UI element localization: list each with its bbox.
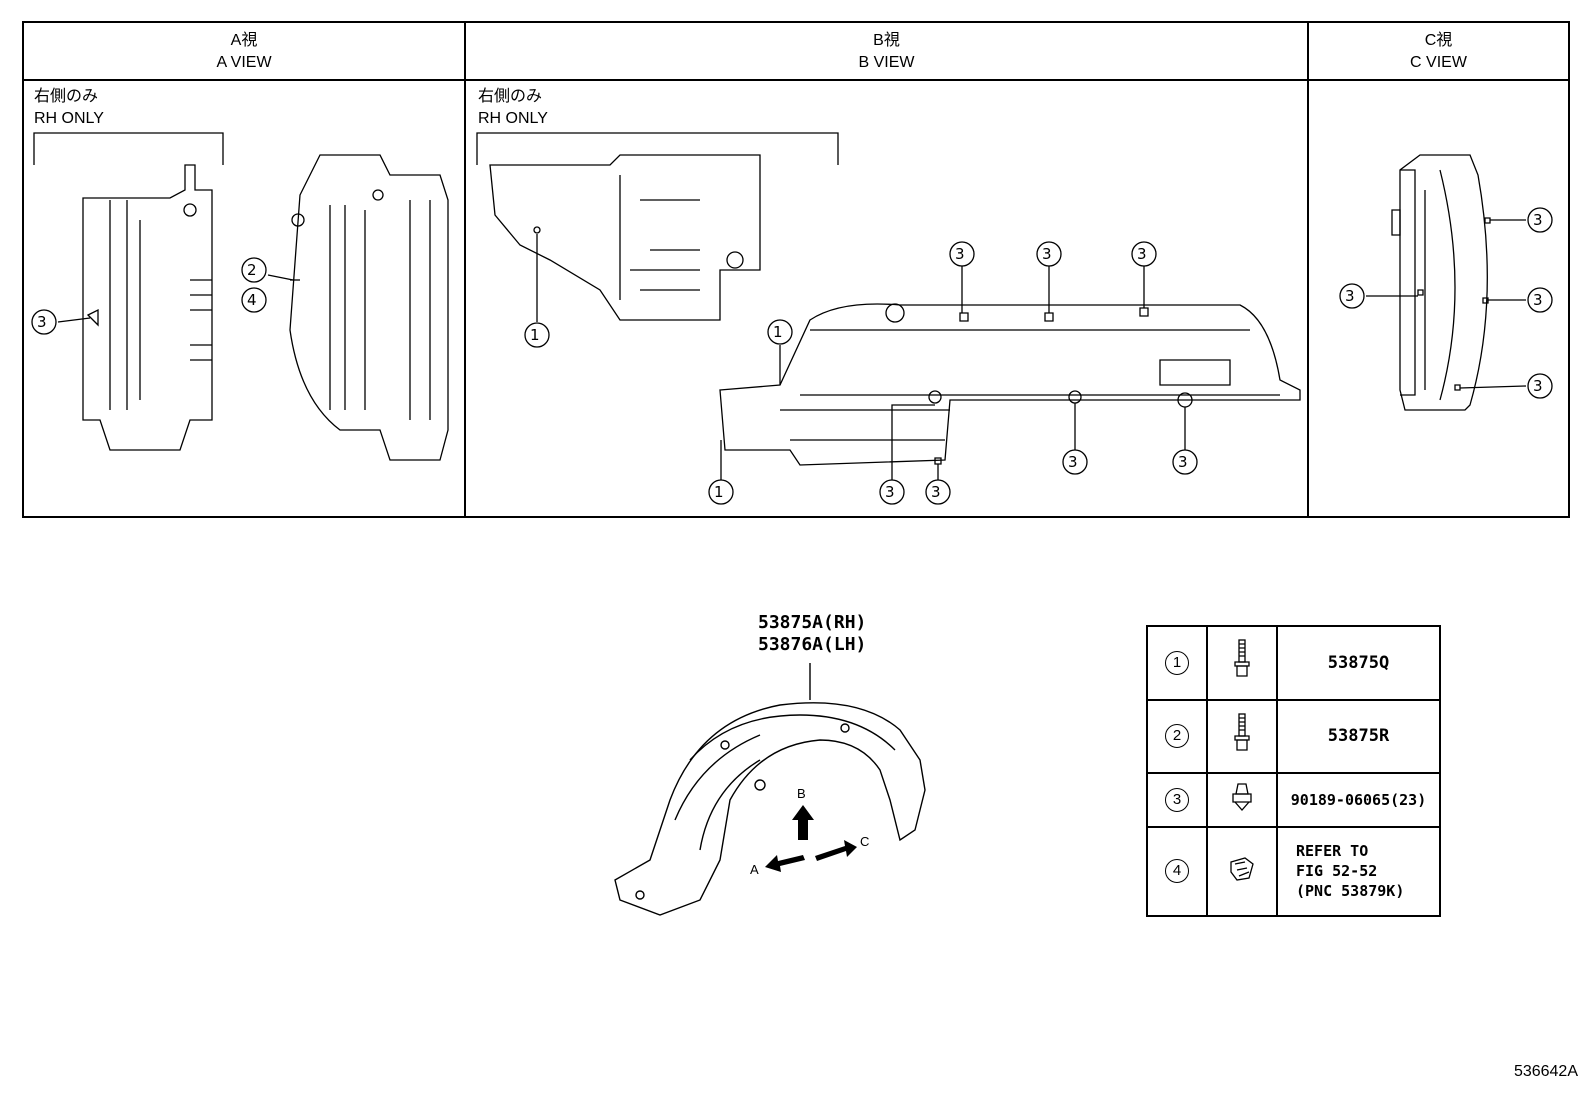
callout-3-c1 (1527, 207, 1553, 233)
b-view-note-en: RH ONLY (478, 110, 548, 127)
figure-id: 536642A (1513, 1063, 1578, 1080)
callout-label-3: 3 (1533, 211, 1543, 229)
arrow-b (792, 805, 814, 840)
callout-3-b1 (949, 241, 975, 267)
arrow-label-a: A (750, 862, 759, 877)
callout-label-3: 3 (955, 245, 965, 263)
b-view-callouts (524, 234, 1198, 505)
row-number: 3 (1165, 787, 1189, 812)
callout-3-b7 (1172, 449, 1198, 475)
callout-3-b2 (1036, 241, 1062, 267)
c-view-drawing (1391, 154, 1491, 411)
row-number-cell: 3 (1146, 772, 1208, 828)
callout-1-b2 (767, 319, 793, 345)
a-view-title: A視 A VIEW (23, 30, 465, 74)
fender-liner-illustration (614, 663, 926, 916)
callout-3-c3 (1527, 373, 1553, 399)
arrow-a (765, 855, 805, 872)
nut-icon (1206, 772, 1278, 828)
row-number: 2 (1165, 724, 1189, 749)
b-view-title-en: B VIEW (858, 54, 915, 71)
direction-arrows (765, 805, 857, 872)
callout-3-b3 (1131, 241, 1157, 267)
callout-label-3: 3 (1178, 453, 1188, 471)
b-view-rh-note: 右側のみ RH ONLY (478, 86, 548, 130)
b-view-drawing (476, 132, 1301, 466)
reference-line: REFER TO (1296, 842, 1369, 861)
reference-line: FIG 52-52 (1296, 862, 1378, 881)
callout-3-b4 (879, 479, 905, 505)
callout-label-1: 1 (714, 483, 724, 501)
part-number-block: 53875A(RH) 53876A(LH) (758, 612, 866, 656)
b-view-note-jp: 右側のみ (478, 88, 543, 105)
table-row: 2 53875R (1146, 698, 1441, 775)
part-code-reference: REFER TO FIG 52-52 (PNC 53879K) (1276, 825, 1441, 918)
rh-only-bracket-a (33, 132, 224, 165)
part-number-rh: 53875A(RH) (758, 612, 867, 633)
callout-label-3: 3 (885, 483, 895, 501)
clip-icon (1206, 825, 1278, 918)
callout-label-3: 3 (931, 483, 941, 501)
part-code: 53875Q (1276, 625, 1441, 701)
part-code: 53875R (1276, 698, 1441, 775)
parts-table: 1 53875Q 2 53875R 3 90189-06065(23) 4 RE… (1146, 625, 1441, 918)
callout-label-3: 3 (1345, 287, 1355, 305)
reference-line: (PNC 53879K) (1296, 882, 1405, 901)
bolt-icon (1206, 625, 1278, 701)
callout-label-3: 3 (37, 313, 47, 331)
table-row: 3 90189-06065(23) (1146, 772, 1441, 828)
callout-label-2: 2 (247, 261, 257, 279)
a-view-note-jp: 右側のみ (34, 88, 99, 105)
arrow-label-b: B (797, 786, 806, 801)
callout-1-b1 (524, 322, 550, 348)
c-view-title-en: C VIEW (1410, 54, 1467, 71)
callout-label-3: 3 (1533, 291, 1543, 309)
callout-3-b6 (1062, 449, 1088, 475)
row-number: 4 (1165, 859, 1189, 884)
callout-label-3: 3 (1137, 245, 1147, 263)
callout-label-4: 4 (247, 291, 257, 309)
callout-3-c2 (1527, 287, 1553, 313)
callout-1-b3 (708, 479, 734, 505)
a-view-drawing (33, 132, 449, 461)
callout-2-a (241, 257, 267, 283)
row-number-cell: 1 (1146, 625, 1208, 701)
row-number: 1 (1165, 650, 1189, 675)
c-view-title: C視 C VIEW (1308, 30, 1569, 74)
callout-label-3: 3 (1042, 245, 1052, 263)
a-view-callouts (31, 257, 294, 335)
callout-label-3: 3 (1533, 377, 1543, 395)
callout-3-c4 (1339, 283, 1365, 309)
a-view-title-en: A VIEW (216, 54, 272, 71)
b-view-title: B視 B VIEW (465, 30, 1308, 74)
a-view-rh-note: 右側のみ RH ONLY (34, 86, 104, 130)
callout-3-a (31, 309, 57, 335)
callout-4-a (241, 287, 267, 313)
c-view-callouts (1339, 207, 1553, 399)
part-code: 90189-06065(23) (1276, 772, 1441, 828)
arrow-c (815, 840, 857, 861)
callout-3-b5 (925, 479, 951, 505)
a-view-note-en: RH ONLY (34, 110, 104, 127)
views-frame (22, 21, 1570, 518)
arrow-label-c: C (860, 834, 870, 849)
rh-only-bracket-b (476, 132, 839, 165)
part-number-lh: 53876A(LH) (758, 634, 867, 655)
b-view-title-jp: B視 (873, 32, 900, 49)
row-number-cell: 2 (1146, 698, 1208, 775)
a-view-title-jp: A視 (230, 32, 258, 49)
bolt-icon (1206, 698, 1278, 775)
table-row: 1 53875Q (1146, 625, 1441, 701)
callout-label-3: 3 (1068, 453, 1078, 471)
callout-label-1: 1 (530, 326, 540, 344)
table-row: 4 REFER TO FIG 52-52 (PNC 53879K) (1146, 825, 1441, 918)
row-number-cell: 4 (1146, 825, 1208, 918)
c-view-title-jp: C視 (1424, 32, 1453, 49)
callout-label-1: 1 (773, 323, 783, 341)
